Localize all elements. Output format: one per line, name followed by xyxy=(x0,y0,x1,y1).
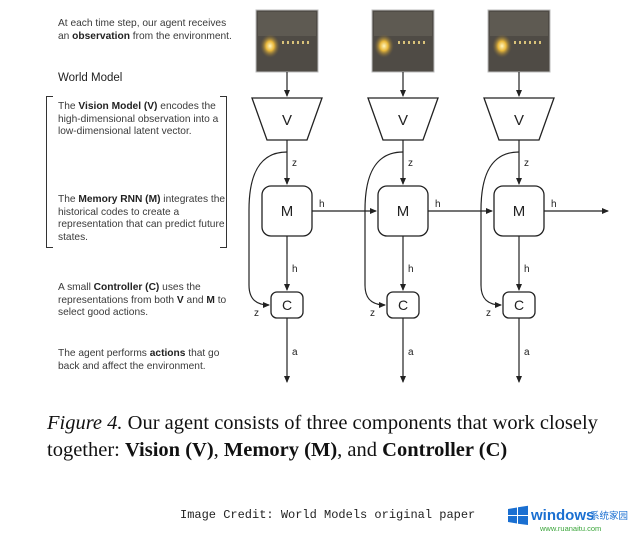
bypass-z-label: z xyxy=(254,308,259,319)
observation-lamp xyxy=(398,41,400,44)
observation-sky xyxy=(258,12,316,36)
note-text: At each time step, our agent receives an xyxy=(58,18,227,42)
note-bold: M xyxy=(206,294,215,306)
observation-lamp xyxy=(307,41,309,44)
vision-encoder-shape xyxy=(483,97,555,141)
observation-lamp xyxy=(534,41,536,44)
note-text: uses the representations from both xyxy=(58,282,201,306)
controller-label: C xyxy=(398,297,408,313)
memory-label: M xyxy=(281,203,294,220)
figure-caption: Figure 4. Our agent consists of three co… xyxy=(47,410,627,464)
watermark-site: www.ruanaitu.com xyxy=(539,524,601,533)
observation-lamp xyxy=(403,41,405,44)
action-a-label: a xyxy=(408,347,414,358)
note-text: The xyxy=(58,194,79,205)
watermark-cn: 系统家园 xyxy=(590,510,628,522)
observation-light xyxy=(374,34,394,58)
state-h-label: h xyxy=(319,199,325,210)
observation-lamp xyxy=(514,41,516,44)
observation-lamp xyxy=(292,41,294,44)
observation-lamp xyxy=(539,41,541,44)
controller-label: C xyxy=(282,297,292,313)
vision-label: V xyxy=(398,112,408,129)
observation-lamp xyxy=(282,41,284,44)
observation-lamp xyxy=(297,41,299,44)
observation-lamp xyxy=(287,41,289,44)
note-text: from the environment. xyxy=(129,30,232,42)
caption-memory: Memory (M) xyxy=(223,439,338,461)
controller-note: A small Controller (C) uses the represen… xyxy=(58,282,238,320)
observation-sky xyxy=(374,12,432,36)
observation-lamp xyxy=(529,41,531,44)
note-bold: observation xyxy=(72,30,130,42)
note-text: The agent performs xyxy=(58,348,150,359)
vision-encoder-shape xyxy=(251,97,323,141)
note-text: and xyxy=(183,294,207,306)
observation-sky xyxy=(490,12,548,36)
note-text: that go back and affect the environment. xyxy=(58,348,220,372)
latent-bypass-curve xyxy=(248,151,288,308)
actions-note: The agent performs actions that go back … xyxy=(58,348,238,373)
note-bold: actions xyxy=(149,348,186,359)
note-bold: V xyxy=(176,294,184,306)
observation-lamp xyxy=(302,41,304,44)
latent-bypass-curve xyxy=(480,151,520,308)
memory-label: M xyxy=(513,203,526,220)
caption-text: , and xyxy=(337,439,383,461)
vision-encoder-shape xyxy=(367,97,439,141)
vision-label: V xyxy=(514,112,524,129)
world-model-heading: World Model xyxy=(58,72,123,84)
note-bold: Controller (C) xyxy=(93,282,160,293)
controller-label: C xyxy=(514,297,524,313)
vision-note: The Vision Model (V) encodes the high-di… xyxy=(58,101,238,139)
memory-note: The Memory RNN (M) integrates the histor… xyxy=(58,194,238,244)
latent-bypass-curve xyxy=(364,151,404,308)
observation-note: At each time step, our agent receives an… xyxy=(58,18,238,43)
caption-figure-number: Figure 4. xyxy=(47,412,123,434)
vision-label: V xyxy=(282,112,292,129)
action-a-label: a xyxy=(292,347,298,358)
note-text: to select good actions. xyxy=(58,294,227,319)
observation-lamp xyxy=(524,41,526,44)
hidden-h-label: h xyxy=(524,264,530,275)
note-text: integrates the historical codes to creat… xyxy=(58,194,226,243)
observation-lamp xyxy=(519,41,521,44)
observation-light xyxy=(492,34,512,58)
memory-label: M xyxy=(397,203,410,220)
observation-lamp xyxy=(418,41,420,44)
note-text: A small xyxy=(58,282,94,293)
caption-vision: Vision (V) xyxy=(125,439,214,461)
observation-lamp xyxy=(413,41,415,44)
observation-light xyxy=(260,34,280,58)
observation-lamp xyxy=(423,41,425,44)
hidden-h-label: h xyxy=(292,264,298,275)
latent-z-label: z xyxy=(292,158,297,169)
state-h-label: h xyxy=(435,199,441,210)
world-model-bracket-right xyxy=(220,96,227,248)
action-a-label: a xyxy=(524,347,530,358)
caption-text: , xyxy=(213,439,224,461)
latent-z-label: z xyxy=(524,158,529,169)
watermark-main: windows xyxy=(530,507,594,524)
watermark-logo: windows 系统家园 www.ruanaitu.com xyxy=(508,505,628,533)
bypass-z-label: z xyxy=(370,308,375,319)
note-text: encodes the high-dimensional observation… xyxy=(58,101,219,138)
caption-text: Our agent consists of three components t… xyxy=(47,412,598,461)
latent-z-label: z xyxy=(408,158,413,169)
caption-controller: Controller (C) xyxy=(382,439,508,461)
world-model-bracket-left xyxy=(46,96,53,248)
state-h-label: h xyxy=(551,199,557,210)
windows-logo-icon xyxy=(508,505,528,525)
note-bold: Vision Model (V) xyxy=(78,101,158,112)
image-credit: Image Credit: World Models original pape… xyxy=(180,508,476,522)
hidden-h-label: h xyxy=(408,264,414,275)
bypass-z-label: z xyxy=(486,308,491,319)
note-bold: Memory RNN (M) xyxy=(78,194,161,205)
note-text: The xyxy=(58,101,79,112)
observation-lamp xyxy=(408,41,410,44)
